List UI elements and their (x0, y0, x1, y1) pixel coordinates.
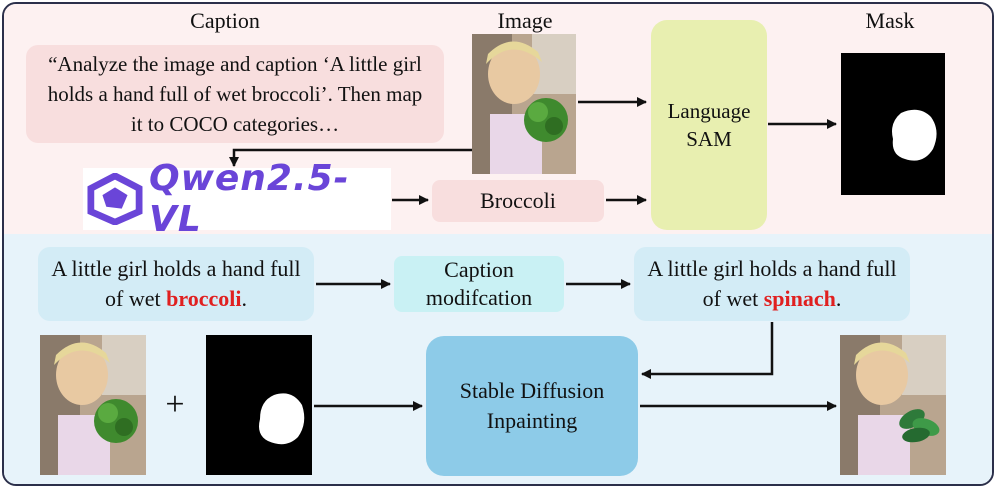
caption-header: Caption (190, 8, 260, 33)
original-caption-box: A little girl holds a hand full of wet b… (38, 247, 314, 321)
qwen-logo-icon (87, 173, 143, 225)
original-image (40, 335, 146, 475)
category-text: Broccoli (480, 188, 556, 213)
input-image (472, 34, 576, 174)
qwen-logo: Qwen2.5-VL (83, 158, 391, 240)
new-caption-box: A little girl holds a hand full of wet s… (634, 247, 910, 321)
original-caption-prefix: A little girl holds a hand full of wet (51, 256, 301, 311)
inpainting-box: Stable Diffusion Inpainting (426, 336, 638, 476)
new-caption-suffix: . (835, 286, 842, 311)
original-caption-keyword: broccoli (166, 286, 242, 311)
category-box: Broccoli (432, 180, 604, 222)
edited-image (840, 335, 946, 475)
girl-broccoli-photo-bottom (40, 335, 146, 475)
girl-spinach-photo (840, 335, 946, 475)
prompt-text: “Analyze the image and caption ‘A little… (47, 52, 423, 136)
prompt-box: “Analyze the image and caption ‘A little… (26, 45, 444, 143)
girl-broccoli-photo (472, 34, 576, 174)
original-caption-suffix: . (241, 286, 247, 311)
mask-blob-bottom (259, 393, 305, 445)
new-caption-keyword: spinach (763, 286, 836, 311)
output-mask (841, 53, 945, 195)
mask-header: Mask (865, 8, 915, 33)
image-header: Image (497, 8, 553, 33)
inpainting-text: Stable Diffusion Inpainting (459, 378, 605, 433)
new-caption: A little girl holds a hand full of wet s… (642, 254, 902, 314)
new-caption-prefix: A little girl holds a hand full of wet (647, 256, 897, 311)
caption-modification-text: Caption modifcation (425, 257, 533, 310)
mask-blob (892, 109, 937, 161)
qwen-logo-text: Qwen2.5-VL (148, 158, 350, 240)
input-mask (206, 335, 312, 475)
language-sam-box: Language SAM (651, 20, 767, 230)
original-caption: A little girl holds a hand full of wet b… (46, 254, 306, 314)
caption-modification-box: Caption modifcation (394, 256, 564, 312)
language-sam-text: Language SAM (667, 99, 751, 151)
plus-sign: + (165, 386, 185, 423)
